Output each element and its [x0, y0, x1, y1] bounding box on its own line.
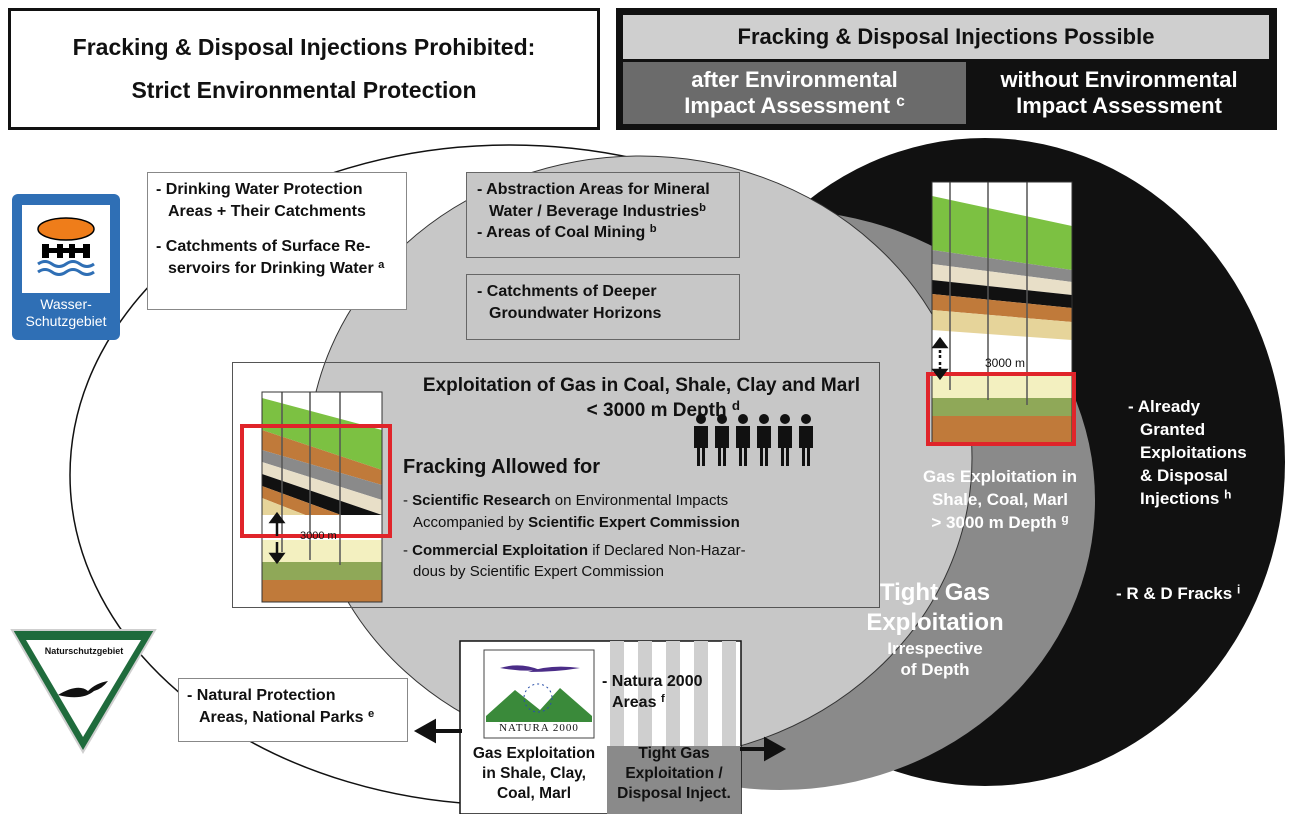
prohibited-title: Fracking & Disposal Injections Prohibite…	[72, 34, 536, 61]
without-eia-label: without Environmental Impact Assessment	[1000, 66, 1238, 118]
people-icon	[694, 414, 813, 466]
natura-tight-gas-label: Tight Gas Exploitation / Disposal Inject…	[617, 745, 731, 803]
arrow-right-icon	[740, 736, 787, 762]
possible-title: Fracking & Disposal Injections Possible	[623, 15, 1269, 59]
highlight-frame-shallow	[240, 424, 392, 538]
water-sign-label: Wasser- Schutzgebiet	[25, 296, 107, 329]
nature-protection-sign	[10, 629, 157, 754]
natura-areas-label: - Natura 2000 Areas f	[602, 673, 703, 711]
natura-2000-box	[459, 640, 742, 814]
rd-fracks-label: - R & D Fracks i	[1116, 582, 1241, 603]
natura-logo-text: NATURA 2000	[499, 722, 579, 734]
prohibited-subtitle: Strict Environmental Protection	[131, 77, 477, 103]
deeper-groundwater-box: - Catchments of Deeper Groundwater Horiz…	[466, 274, 740, 340]
drinking-water-box: - Drinking Water Protection Areas + Thei…	[147, 172, 407, 310]
gas-deep-label: Gas Exploitation in Shale, Coal, Marl > …	[923, 467, 1077, 532]
exploitation-box	[232, 362, 880, 608]
granted-label: - Already Granted Exploitations & Dispos…	[1128, 397, 1247, 508]
fracking-allowed-list: - Scientific Research on Environmental I…	[403, 492, 746, 581]
tight-gas-label: Tight Gas Exploitation Irrespective of D…	[866, 579, 1004, 680]
fracking-allowed-heading: Fracking Allowed for	[403, 456, 601, 478]
water-protection-sign	[12, 194, 120, 340]
prohibited-header: Fracking & Disposal Injections Prohibite…	[8, 8, 600, 130]
nature-sign-label: Naturschutzgebiet	[44, 646, 124, 656]
exploitation-title: Exploitation of Gas in Coal, Shale, Clay…	[422, 375, 860, 421]
abstraction-box: - Abstraction Areas for Mineral Water / …	[466, 172, 740, 258]
depth-label-deep: 3000 m	[985, 356, 1026, 370]
natural-protection-box: - Natural Protection Areas, National Par…	[178, 678, 408, 742]
highlight-frame-deep	[926, 372, 1076, 446]
natura-gas-label: Gas Exploitation in Shale, Clay, Coal, M…	[472, 745, 596, 803]
after-eia-label: after Environmental Impact Assessment c	[623, 62, 966, 124]
arrow-left-icon	[413, 718, 462, 744]
geology-column-deep	[932, 182, 1072, 444]
depth-label-shallow: 3000 m	[300, 530, 337, 542]
